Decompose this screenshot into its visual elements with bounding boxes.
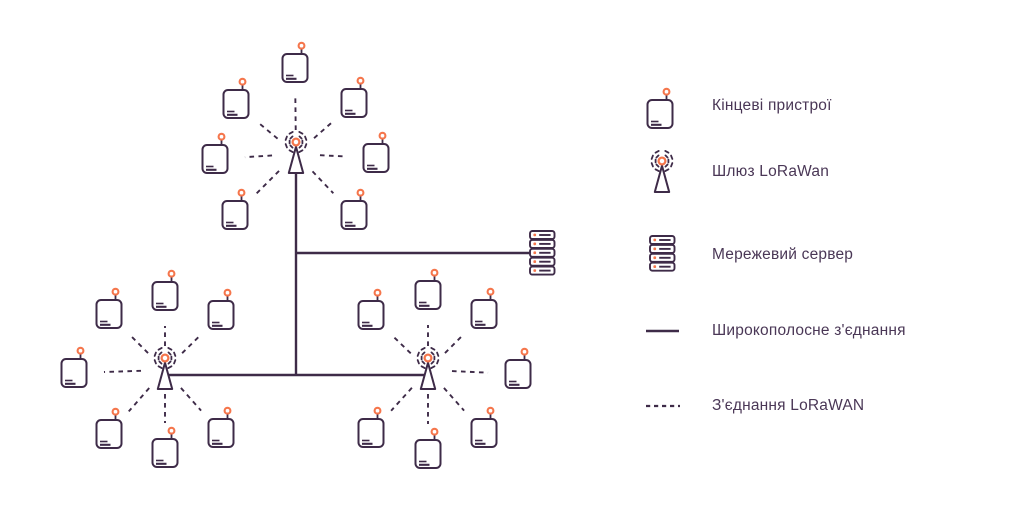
end-device-icon bbox=[60, 346, 88, 388]
lorawan-link bbox=[180, 387, 202, 412]
end-device-icon bbox=[340, 188, 368, 230]
end-device-icon bbox=[504, 347, 532, 389]
lorawan-link bbox=[313, 122, 333, 139]
end-device-icon bbox=[470, 406, 498, 448]
end-device-icon bbox=[281, 41, 309, 83]
end-device-icon bbox=[201, 132, 229, 174]
end-device-icon bbox=[340, 76, 368, 118]
end-device-icon bbox=[470, 287, 498, 329]
lorawan-link bbox=[128, 387, 150, 413]
end-device-icon bbox=[357, 288, 385, 330]
end-device-icon bbox=[151, 269, 179, 311]
end-device-icon bbox=[414, 268, 442, 310]
end-device-icon bbox=[207, 406, 235, 448]
lorawan-gateway-icon bbox=[416, 347, 440, 390]
lorawan-link bbox=[444, 334, 464, 354]
lorawan-link bbox=[319, 154, 347, 158]
lorawan-link bbox=[311, 170, 335, 194]
end-device-icon bbox=[222, 77, 250, 119]
end-device-icon bbox=[95, 287, 123, 329]
lorawan-link bbox=[244, 154, 273, 159]
end-device-icon bbox=[151, 426, 179, 468]
lorawan-link bbox=[181, 335, 201, 354]
lorawan-link bbox=[258, 122, 279, 140]
lorawan-link bbox=[451, 370, 489, 374]
network-server-icon bbox=[529, 230, 556, 276]
lorawan-link bbox=[443, 387, 465, 412]
end-device-icon bbox=[357, 406, 385, 448]
lorawan-link bbox=[129, 334, 149, 354]
lorawan-link bbox=[255, 170, 280, 195]
lorawan-link bbox=[390, 387, 413, 412]
end-device-icon bbox=[95, 407, 123, 449]
lorawan-link bbox=[391, 335, 412, 355]
lorawan-gateway-icon bbox=[153, 347, 177, 390]
lorawan-gateway-icon bbox=[284, 131, 308, 174]
end-device-icon bbox=[207, 288, 235, 330]
end-device-icon bbox=[221, 188, 249, 230]
lorawan-link bbox=[103, 369, 142, 373]
end-device-icon bbox=[414, 427, 442, 469]
end-device-icon bbox=[362, 131, 390, 173]
